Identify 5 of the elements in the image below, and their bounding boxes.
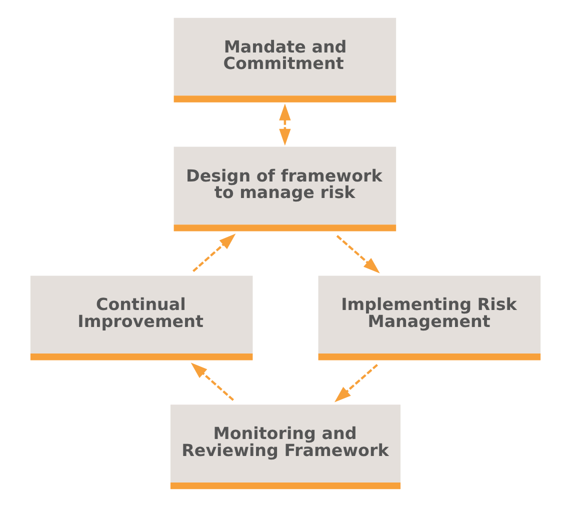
- arrow: [336, 234, 380, 273]
- arrow: [190, 362, 234, 400]
- arrow: [278, 103, 290, 146]
- arrow: [192, 233, 236, 272]
- arrow: [334, 363, 378, 402]
